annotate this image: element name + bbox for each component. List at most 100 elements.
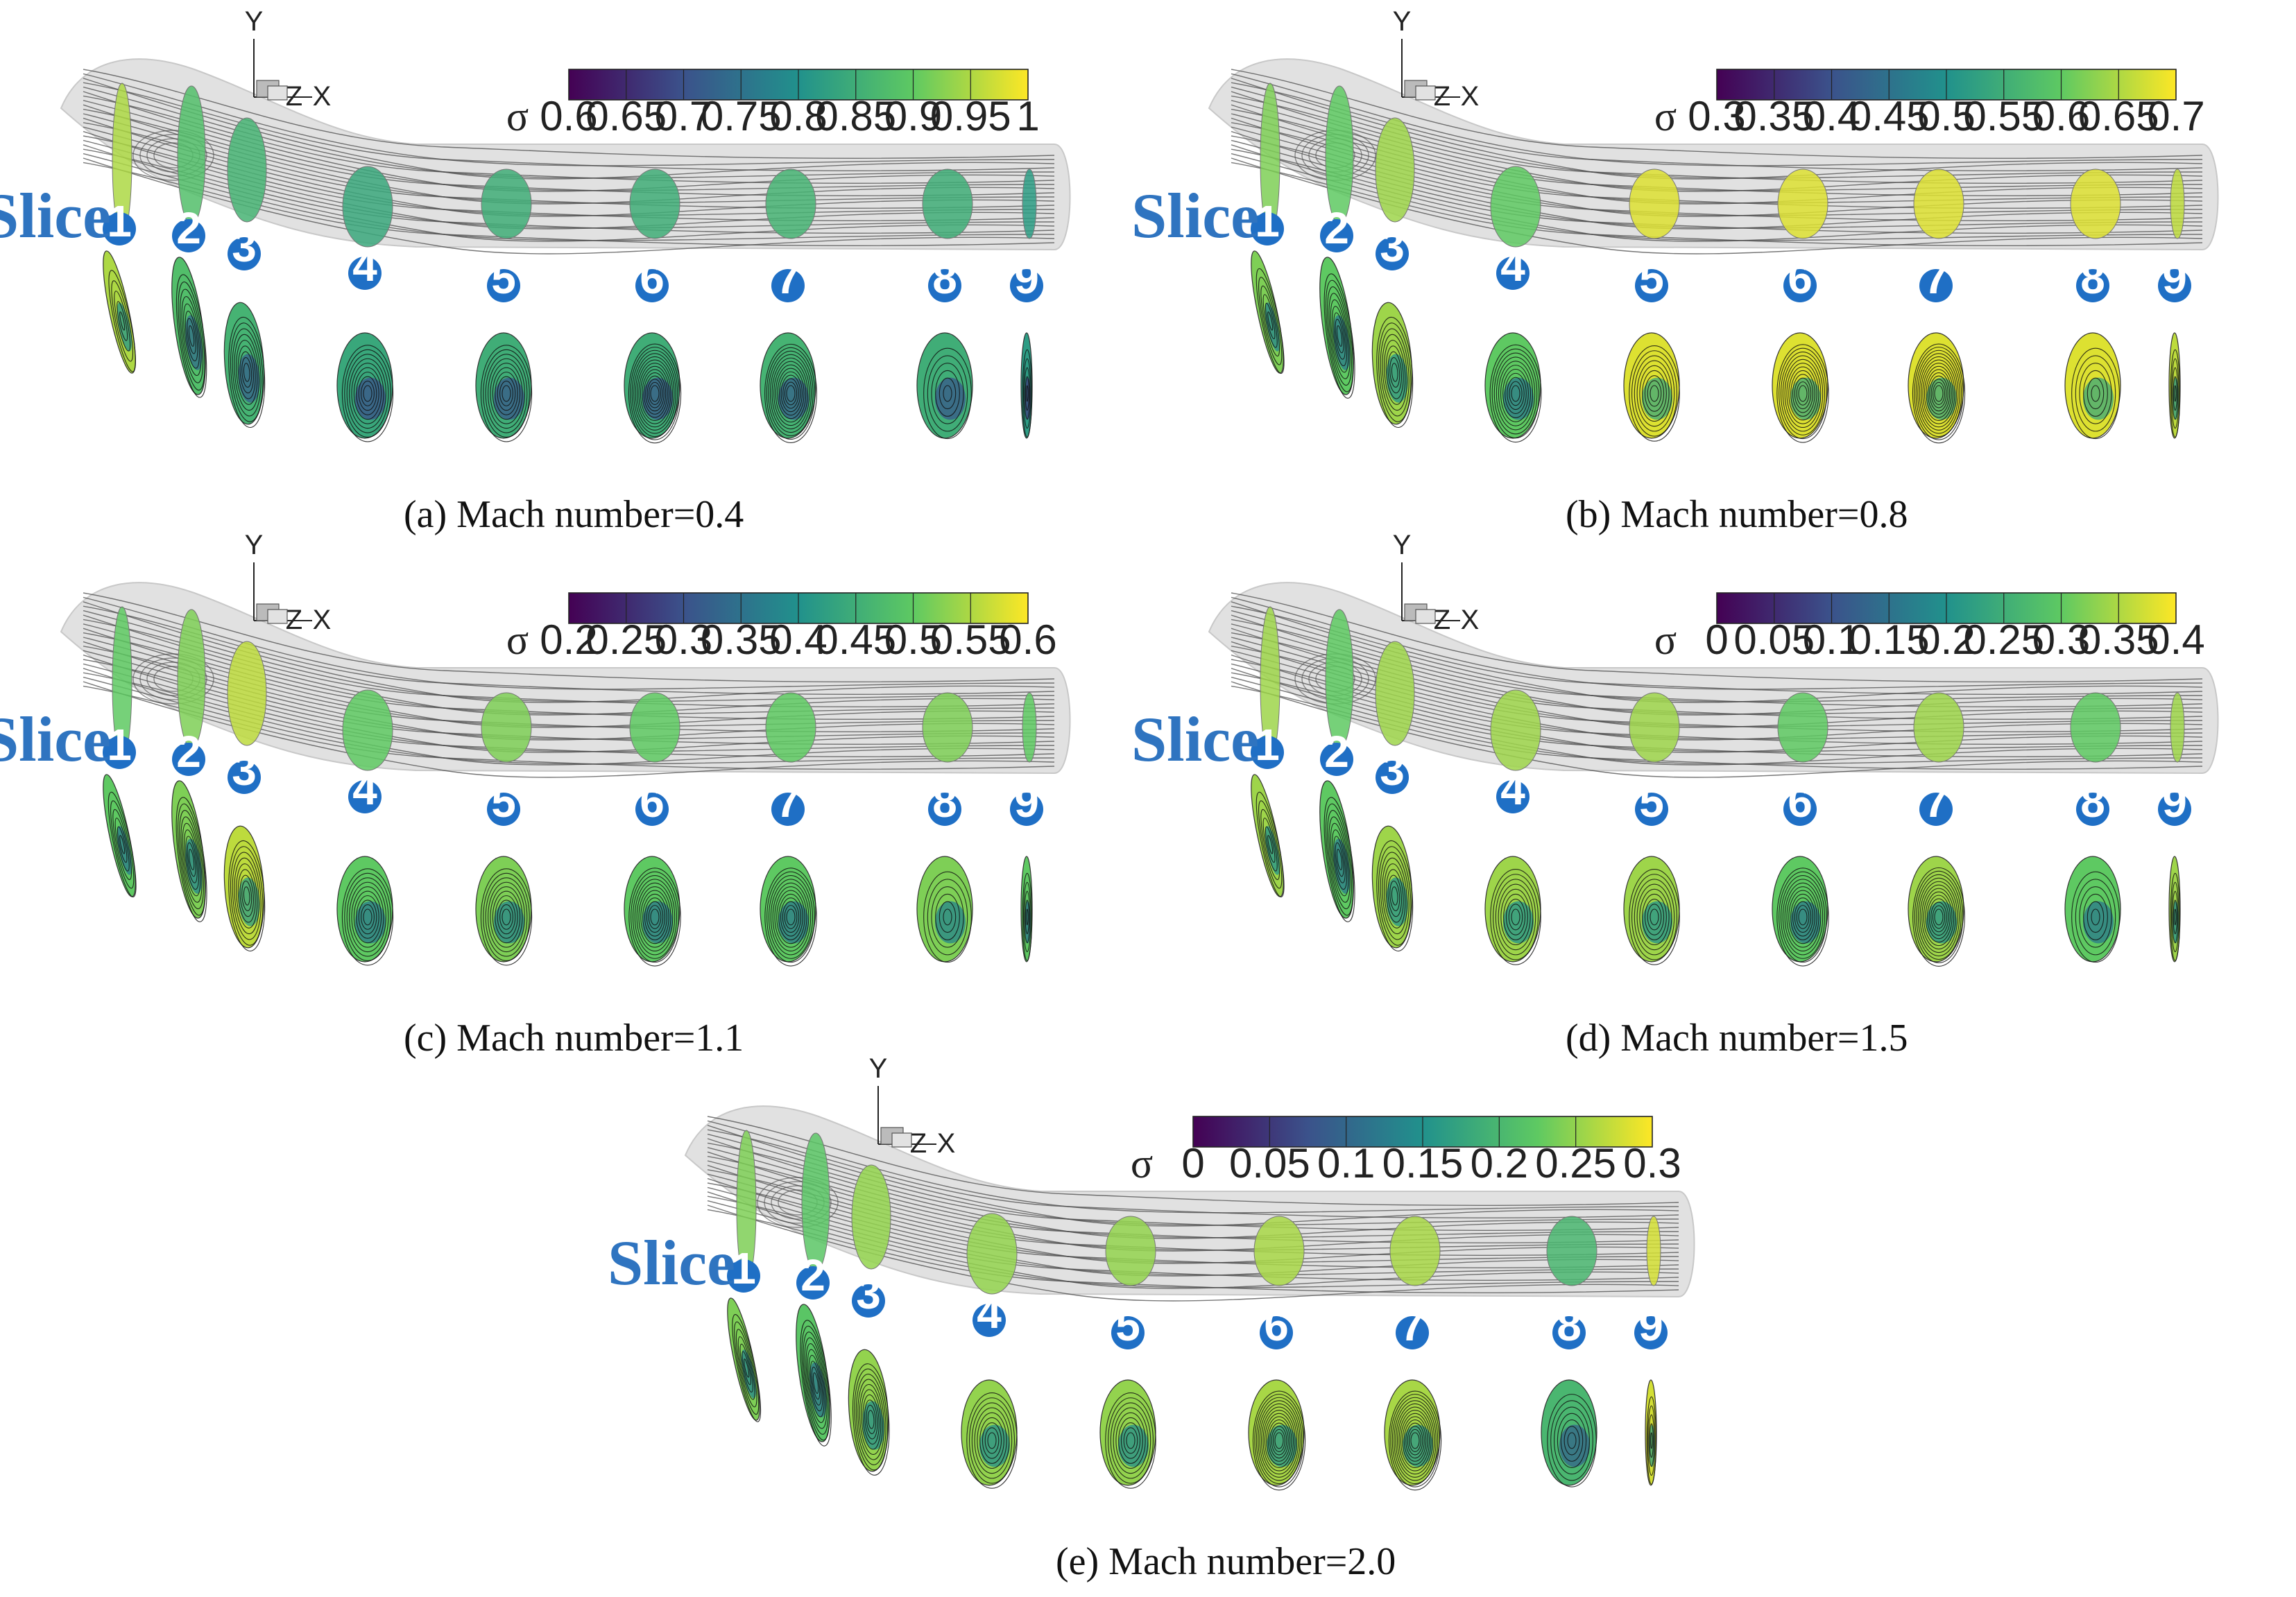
slice-badge-1: 1 [103,196,136,246]
slice-badge-5: 5 [1111,1300,1145,1350]
streamline [83,610,1055,702]
streamline [83,153,1055,241]
extracted-slice-7 [760,332,817,443]
slice-badge-3: 3 [1376,221,1409,271]
streamline [83,676,1055,765]
streamline [1231,601,2203,703]
extracted-slice-9 [2168,856,2181,962]
slice-number: 2 [176,727,201,777]
duct-slice-7 [1389,1216,1441,1286]
extracted-slice-8 [916,332,973,440]
colorbar-tick-label: 0.25 [1963,616,2044,663]
colorbar-tick-label: 0 [1705,616,1728,663]
slice-badge-7: 7 [1396,1300,1429,1350]
slice-number: 5 [491,777,516,827]
slice-badge-4: 4 [1496,241,1530,291]
slice-number: 8 [2080,253,2105,303]
colorbar-tick-label: 0.35 [1733,93,1815,139]
streamline [83,69,1055,159]
slice-number: 3 [1380,745,1405,795]
streamline [83,91,1055,192]
duct-slice-5 [1105,1216,1156,1286]
colorbar-tick-label: 0.15 [1849,616,1930,663]
extracted-slice-4 [961,1379,1018,1489]
extracted-slice-6 [1772,856,1829,967]
slice-badge-7: 7 [771,253,805,303]
slice-number: 7 [1924,777,1948,827]
duct-slice-8 [2070,169,2121,239]
streamline [83,614,1055,716]
duct-slice-8 [922,169,973,239]
extracted-slice-1 [1251,774,1285,898]
extracted-slice-5 [1099,1379,1156,1489]
slice-number: 3 [856,1268,881,1318]
streamline [83,95,1055,184]
slice-badge-4: 4 [348,764,382,814]
axis-label-z: Z [1434,81,1450,112]
extracted-slice-1 [103,250,136,374]
extracted-slice-5 [1623,332,1680,442]
colorbar-tick-label: 0.3 [1688,93,1745,139]
slice-number: 5 [1115,1300,1140,1350]
streamline [1231,685,2203,770]
streamline [707,1120,1679,1214]
slice-badge-5: 5 [1635,253,1668,303]
slice-badge-8: 8 [1552,1300,1586,1350]
streamline-swirl [139,134,207,177]
streamline [83,596,1055,690]
duct-slice-3 [851,1164,891,1270]
extracted-slice-3 [848,1349,890,1476]
slice-badge-3: 3 [228,745,261,795]
slice-number: 9 [1014,253,1039,303]
duct-slice-7 [765,169,816,239]
slice-badge-1: 1 [1251,196,1284,246]
duct-slice-3 [227,641,267,746]
colorbar-tick-label: 0.2 [1917,616,1975,663]
extracted-slice-4 [1484,332,1542,443]
streamline-swirl [757,1177,839,1228]
slice-badge-7: 7 [1919,777,1953,827]
slice-badge-9: 9 [1634,1300,1668,1350]
colorbar-symbol: σ [1131,1141,1153,1186]
slice-badge-5: 5 [1635,777,1668,827]
duct-slice-4 [1490,166,1541,248]
colorbar: 0.20.250.30.350.40.450.50.550.6σ [506,592,1057,663]
colorbar-tick-label: 0.4 [769,616,827,663]
streamline [1231,681,2203,778]
slice-badge-6: 6 [1783,777,1817,827]
extracted-slice-3 [1371,825,1414,952]
slice-number: 2 [1324,727,1349,777]
colorbar-symbol: σ [1654,94,1677,139]
colorbar-tick-label: 0.6 [999,616,1056,663]
slice-number: 8 [1557,1300,1582,1350]
extracted-slice-2 [1319,780,1355,922]
extracted-slice-4 [1484,856,1541,965]
slice-badge-2: 2 [172,203,205,253]
slice-number: 6 [1788,253,1813,303]
streamline-swirl [132,653,214,705]
colorbar-tick-label: 0.35 [2078,616,2159,663]
colorbar-tick-label: 0.2 [540,616,597,663]
slice-number: 7 [776,777,800,827]
extracted-slice-4 [336,332,394,442]
slice-badge-6: 6 [635,253,669,303]
duct-slice-4 [1490,689,1541,771]
panel-c: 123456789SliceYZX0.20.250.30.350.40.450.… [0,524,1145,1060]
streamline [707,1142,1679,1232]
extracted-slice-2 [171,257,207,398]
slice-number: 7 [1400,1300,1425,1350]
streamline [1231,668,2203,766]
colorbar-tick-label: 0.3 [2032,616,2090,663]
colorbar-tick-label: 0.4 [2147,616,2204,663]
panel-caption: (c) Mach number=1.1 [404,1017,744,1060]
axis-label-x: X [1461,605,1480,635]
slice-number: 9 [1638,1300,1663,1350]
slice-number: 4 [352,764,377,814]
slice-badge-5: 5 [487,253,520,303]
extracted-slice-3 [1371,302,1414,429]
